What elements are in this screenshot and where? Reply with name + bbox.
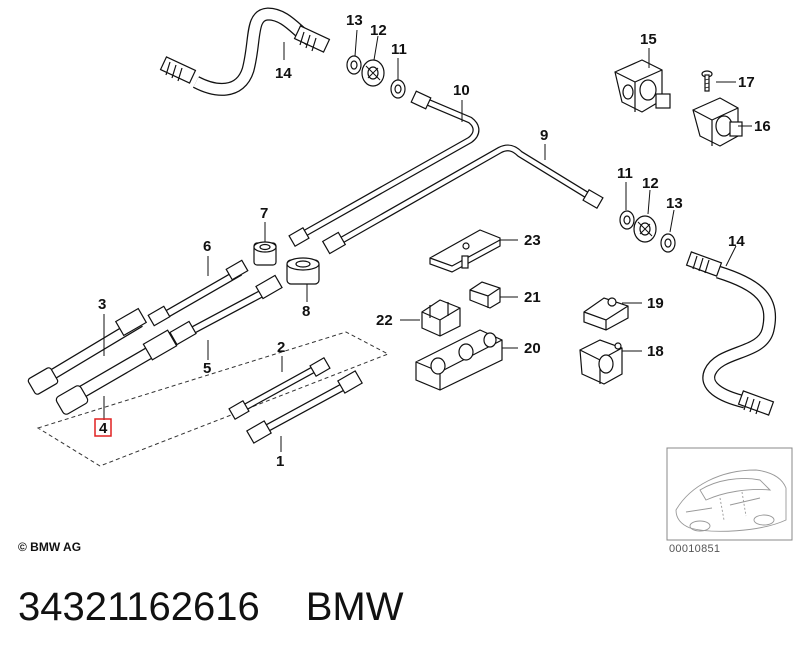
label-16: 16 bbox=[754, 118, 771, 135]
label-11-right: 11 bbox=[617, 165, 633, 182]
part-number-line: 34321162616 BMW bbox=[18, 585, 404, 630]
brake-pipe-9 bbox=[321, 144, 604, 255]
label-5: 5 bbox=[203, 360, 211, 377]
label-12-top: 12 bbox=[370, 22, 387, 39]
bracket-23 bbox=[429, 229, 501, 273]
label-18: 18 bbox=[647, 343, 664, 360]
brake-pipe-6 bbox=[147, 259, 249, 327]
label-13-top: 13 bbox=[346, 12, 363, 29]
label-14-top: 14 bbox=[275, 65, 292, 82]
brake-pipe-5 bbox=[169, 274, 283, 346]
label-17: 17 bbox=[738, 74, 755, 91]
dashed-group-outline bbox=[36, 331, 390, 467]
holder-20 bbox=[415, 329, 503, 391]
clip-19 bbox=[583, 297, 629, 331]
label-4: 4 bbox=[99, 420, 108, 437]
label-14-right: 14 bbox=[728, 233, 745, 250]
label-2: 2 bbox=[277, 339, 285, 356]
brake-pipe-3 bbox=[27, 307, 148, 395]
label-22: 22 bbox=[376, 312, 393, 329]
holder-21 bbox=[469, 281, 501, 309]
clip-16 bbox=[692, 97, 743, 147]
label-23: 23 bbox=[524, 232, 541, 249]
leader-lines bbox=[103, 29, 752, 452]
washer-group-right bbox=[619, 210, 676, 253]
label-9: 9 bbox=[540, 127, 548, 144]
part-labels: 1 2 3 4 5 6 7 8 9 10 11 12 13 14 15 16 1… bbox=[94, 12, 771, 470]
label-19: 19 bbox=[647, 295, 664, 312]
brake-pipe-2 bbox=[228, 356, 331, 421]
clip-18 bbox=[579, 339, 623, 385]
fitting-8 bbox=[286, 257, 320, 285]
label-8: 8 bbox=[302, 303, 310, 320]
label-20: 20 bbox=[524, 340, 541, 357]
label-21: 21 bbox=[524, 289, 541, 306]
washer-group-top bbox=[346, 55, 406, 99]
label-6: 6 bbox=[203, 238, 211, 255]
brake-pipe-1 bbox=[246, 370, 363, 444]
label-12-right: 12 bbox=[642, 175, 659, 192]
label-3: 3 bbox=[98, 296, 106, 313]
part-number: 34321162616 bbox=[18, 585, 260, 629]
image-code: 00010851 bbox=[669, 543, 721, 555]
copyright-text: © BMW AG bbox=[18, 540, 82, 554]
brake-pipe-4 bbox=[55, 329, 178, 415]
label-7: 7 bbox=[260, 205, 268, 222]
label-1: 1 bbox=[276, 453, 284, 470]
brake-pipe-10 bbox=[288, 90, 480, 248]
brake-hose-right bbox=[685, 251, 777, 416]
label-15: 15 bbox=[640, 31, 657, 48]
brand-name: BMW bbox=[305, 585, 404, 629]
label-13-right: 13 bbox=[666, 195, 683, 212]
label-11-top: 11 bbox=[391, 41, 407, 58]
car-thumbnail bbox=[666, 447, 793, 541]
bolt-17 bbox=[701, 70, 713, 92]
highlight-box bbox=[94, 418, 112, 437]
brake-hose-top bbox=[159, 7, 331, 96]
label-10: 10 bbox=[453, 82, 470, 99]
clip-15 bbox=[614, 59, 671, 113]
holder-22 bbox=[421, 299, 461, 337]
fitting-7 bbox=[253, 241, 277, 266]
